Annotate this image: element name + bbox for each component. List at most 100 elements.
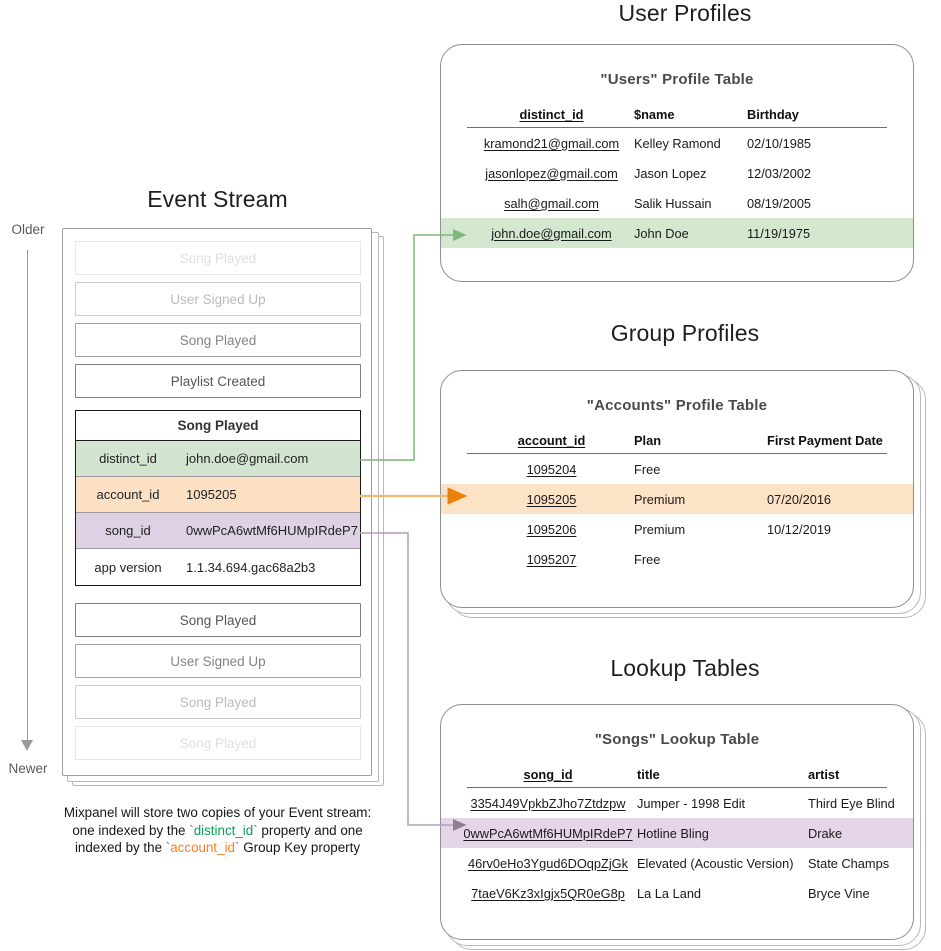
accounts-table-header: account_id Plan First Payment Date (441, 427, 913, 453)
caption-text: property and one (257, 822, 363, 838)
column-header-title: title (637, 766, 660, 782)
cell-name: Kelley Ramond (634, 135, 721, 151)
selected-event-title: Song Played (76, 411, 360, 441)
column-header-artist: artist (808, 766, 840, 782)
timeline-arrow-icon (21, 740, 33, 751)
cell-distinct-id: jasonlopez@gmail.com (485, 165, 618, 181)
timeline-newer-label: Newer (8, 761, 48, 776)
table-row-highlighted[interactable]: 0wwPcA6wtMf6HUMpIRdeP7 Hotline Bling Dra… (441, 818, 913, 849)
backtick: ` (235, 840, 240, 855)
cell-artist: Bryce Vine (808, 885, 870, 901)
songs-table-header: song_id title artist (441, 761, 913, 787)
backtick: ` (189, 822, 194, 838)
cell-artist: Drake (808, 825, 843, 841)
table-row[interactable]: 1095204 Free (441, 454, 913, 484)
users-table-header: distinct_id $name Birthday (441, 101, 913, 127)
event-property-key: distinct_id (99, 451, 157, 466)
table-row[interactable]: 3354J49VpkbZJho7Ztdzpw Jumper - 1998 Edi… (441, 788, 913, 818)
table-row-highlighted[interactable]: john.doe@gmail.com John Doe 11/19/1975 (441, 218, 913, 249)
column-header-distinct-id: distinct_id (519, 106, 584, 122)
event-property-value: john.doe@gmail.com (186, 451, 309, 466)
selected-event-card[interactable]: Song Played distinct_id john.doe@gmail.c… (75, 410, 361, 586)
caption-token-account-id: account_id (170, 840, 236, 855)
event-card[interactable]: Song Played (75, 685, 361, 719)
table-row-highlighted[interactable]: 1095205 Premium 07/20/2016 (441, 484, 913, 515)
users-table-header-rule (467, 127, 887, 129)
songs-lookup-panel: "Songs" Lookup Table song_id title artis… (440, 704, 914, 940)
column-header-plan: Plan (634, 432, 662, 448)
table-row[interactable]: 7taeV6Kz3xIgjx5QR0eG8p La La Land Bryce … (441, 878, 913, 908)
accounts-table: account_id Plan First Payment Date 10952… (441, 427, 913, 574)
cell-first-payment-date: 07/20/2016 (767, 491, 832, 507)
event-property-key: account_id (96, 487, 160, 502)
accounts-profile-panel: "Accounts" Profile Table account_id Plan… (440, 370, 914, 608)
songs-table-header-rule (467, 787, 887, 789)
column-header-name: $name (634, 106, 675, 122)
lookup-tables-heading: Lookup Tables (610, 655, 760, 681)
column-header-account-id: account_id (517, 432, 586, 448)
table-row[interactable]: 1095207 Free (441, 544, 913, 574)
cell-birthday: 12/03/2002 (747, 165, 812, 181)
cell-song-id: 3354J49VpkbZJho7Ztdzpw (470, 795, 626, 811)
timeline-older-label: Older (11, 222, 45, 237)
cell-name: Jason Lopez (634, 165, 707, 181)
cell-title: La La Land (637, 885, 702, 901)
table-row[interactable]: 1095206 Premium 10/12/2019 (441, 514, 913, 544)
column-header-first-payment-date: First Payment Date (767, 432, 883, 448)
cell-artist: State Champs (808, 855, 890, 871)
event-card[interactable]: Song Played (75, 323, 361, 357)
songs-table-title: "Songs" Lookup Table (594, 731, 760, 748)
caption-text: indexed by the (74, 840, 166, 855)
cell-distinct-id: kramond21@gmail.com (483, 135, 620, 151)
event-card[interactable]: User Signed Up (75, 282, 361, 316)
event-card[interactable]: Playlist Created (75, 364, 361, 398)
backtick: ` (165, 840, 171, 855)
event-card[interactable]: Song Played (75, 726, 361, 760)
timeline-axis (27, 250, 29, 742)
event-property-key: app version (94, 559, 162, 575)
table-row[interactable]: kramond21@gmail.com Kelley Ramond 02/10/… (441, 128, 913, 158)
cell-song-id: 7taeV6Kz3xIgjx5QR0eG8p (471, 885, 625, 901)
event-property-value: 1.1.34.694.gac68a2b3 (186, 559, 316, 575)
caption-token-distinct-id: distinct_id (193, 822, 254, 838)
event-property-account-id: account_id 1095205 (76, 477, 360, 513)
event-property-song-id: song_id 0wwPcA6wtMf6HUMpIRdeP7 (76, 513, 360, 549)
backtick: ` (253, 822, 258, 838)
event-property-distinct-id: distinct_id john.doe@gmail.com (76, 441, 360, 477)
cell-account-id: 1095206 (526, 521, 577, 537)
cell-account-id: 1095207 (526, 551, 577, 567)
songs-table: song_id title artist 3354J49VpkbZJho7Ztd… (441, 761, 913, 908)
cell-song-id: 46rv0eHo3Ygud6DOqpZjGk (467, 855, 629, 871)
event-stream-heading: Event Stream (147, 186, 288, 212)
event-property-value: 0wwPcA6wtMf6HUMpIRdeP7 (186, 523, 358, 538)
column-header-birthday: Birthday (747, 106, 799, 122)
table-row[interactable]: salh@gmail.com Salik Hussain 08/19/2005 (441, 188, 913, 218)
table-row[interactable]: 46rv0eHo3Ygud6DOqpZjGk Elevated (Acousti… (441, 848, 913, 878)
event-property-app-version: app version 1.1.34.694.gac68a2b3 (76, 549, 360, 585)
cell-plan: Premium (634, 491, 686, 507)
users-table: distinct_id $name Birthday kramond21@gma… (441, 101, 913, 249)
caption-line-2: one indexed by the `distinct_id` propert… (45, 822, 390, 840)
user-profiles-heading: User Profiles (618, 0, 752, 26)
cell-title: Jumper - 1998 Edit (637, 795, 746, 811)
cell-name: Salik Hussain (634, 195, 712, 211)
cell-artist: Third Eye Blind (808, 795, 895, 811)
event-card[interactable]: Song Played (75, 241, 361, 275)
event-card[interactable]: Song Played (75, 603, 361, 637)
cell-distinct-id: john.doe@gmail.com (491, 225, 612, 241)
cell-birthday: 08/19/2005 (747, 195, 812, 211)
cell-title: Elevated (Acoustic Version) (637, 855, 794, 871)
cell-plan: Free (634, 461, 661, 477)
caption-line-3: indexed by the `account_id` Group Key pr… (45, 839, 390, 857)
caption-text: one indexed by the (72, 822, 190, 838)
table-row[interactable]: jasonlopez@gmail.com Jason Lopez 12/03/2… (441, 158, 913, 188)
event-property-value: 1095205 (186, 487, 237, 502)
accounts-table-title: "Accounts" Profile Table (586, 397, 768, 414)
event-card[interactable]: User Signed Up (75, 644, 361, 678)
cell-name: John Doe (634, 225, 689, 241)
cell-title: Hotline Bling (637, 825, 709, 841)
cell-song-id: 0wwPcA6wtMf6HUMpIRdeP7 (463, 825, 633, 841)
caption-text: Group Key property (239, 840, 361, 855)
column-header-song-id: song_id (523, 766, 573, 782)
event-property-key: song_id (105, 523, 151, 538)
